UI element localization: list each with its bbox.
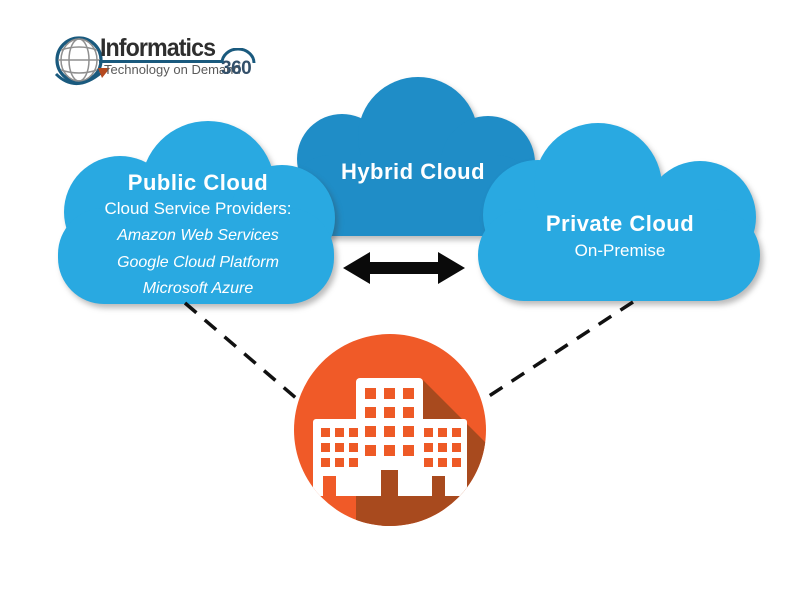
provider-google-cloud-platform: Google Cloud Platform xyxy=(117,254,279,271)
double-headed-arrow-icon xyxy=(343,251,465,285)
public-cloud-title: Public Cloud xyxy=(127,170,269,195)
provider-amazon-web-services: Amazon Web Services xyxy=(117,227,279,244)
provider-microsoft-azure: Microsoft Azure xyxy=(142,280,254,297)
private-cloud-subtitle: On-Premise xyxy=(574,241,666,260)
logo-brand-text: Informatics xyxy=(100,34,216,62)
hybrid-cloud-title: Hybrid Cloud xyxy=(340,159,486,184)
enterprise-buildings-icon xyxy=(292,332,488,528)
logo-underline xyxy=(99,60,221,63)
public-cloud-subtitle: Cloud Service Providers: xyxy=(104,199,292,218)
public-cloud-shape xyxy=(56,118,336,306)
logo-360-text: 360 xyxy=(221,58,252,79)
logo-arc-icon xyxy=(219,48,257,64)
private-cloud-shape xyxy=(476,121,762,303)
private-to-enterprise-dashed-line xyxy=(485,300,634,400)
private-cloud-title: Private Cloud xyxy=(545,211,695,236)
public-to-enterprise-dashed-line xyxy=(183,301,298,400)
hybrid-cloud-shape xyxy=(288,75,538,238)
logo-tagline: Technology on Demand xyxy=(104,62,241,77)
